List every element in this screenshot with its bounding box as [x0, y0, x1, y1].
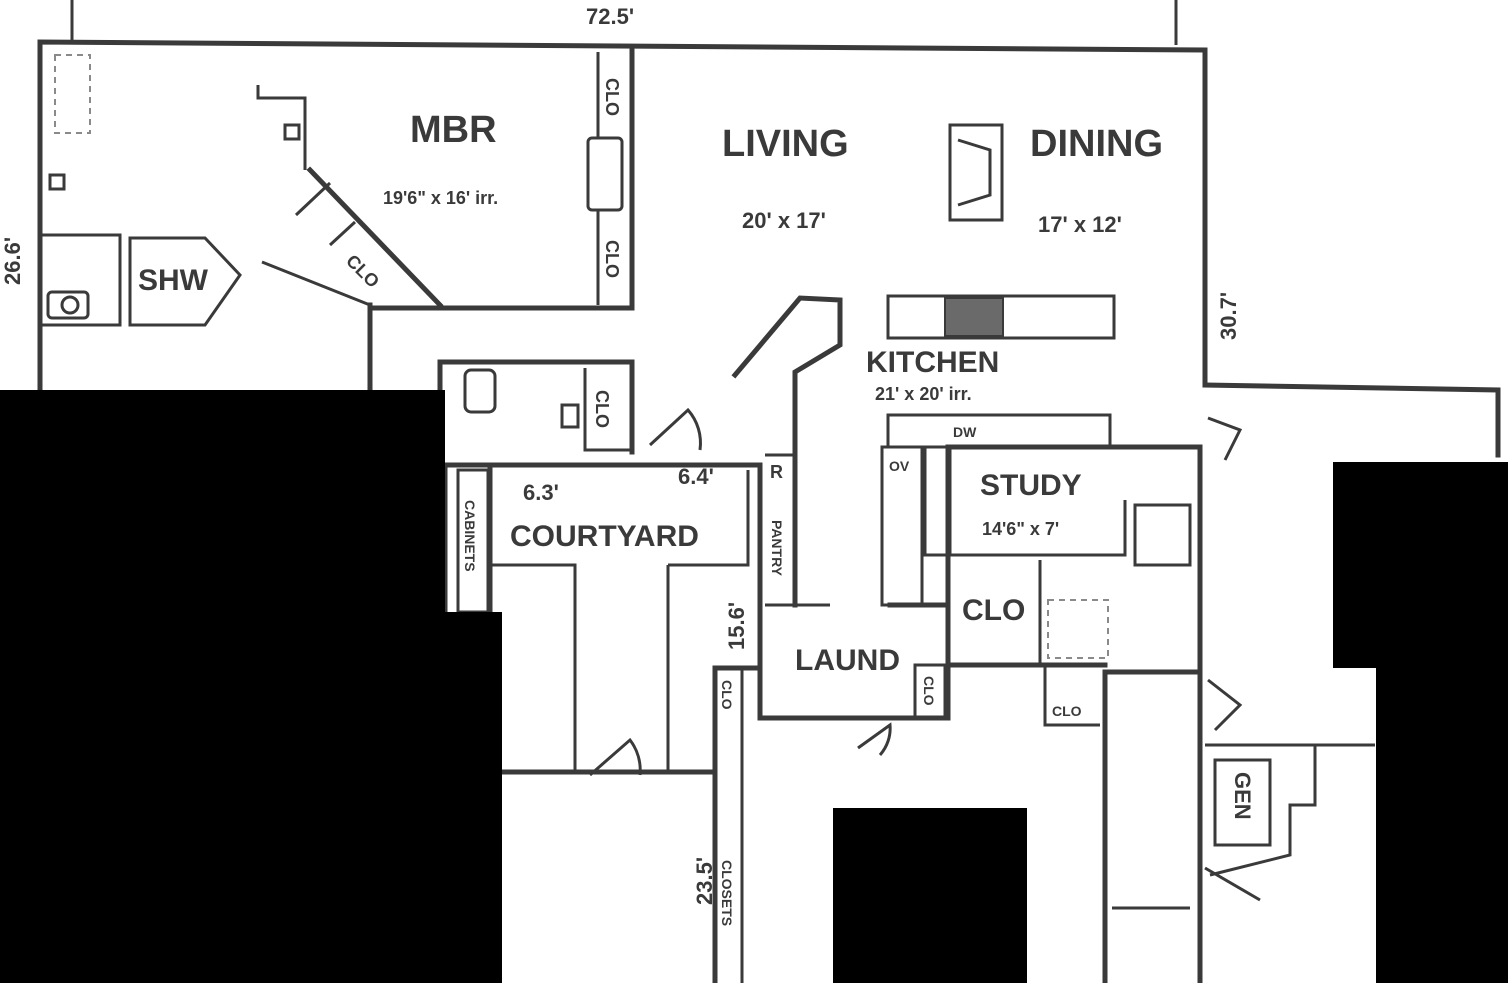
- redaction-block: [1376, 668, 1508, 983]
- labels: 72.5' 26.6' 30.7' MBR 19'6" x 16' irr. L…: [0, 4, 1255, 926]
- dim-right-depth: 30.7': [1216, 292, 1241, 340]
- room-living-size: 20' x 17': [742, 208, 826, 233]
- label-pantry: PANTRY: [769, 520, 785, 577]
- label-cabinets: CABINETS: [462, 500, 478, 572]
- dim-courtyard-side: 15.6': [724, 602, 749, 650]
- room-laund: LAUND: [795, 644, 900, 677]
- label-clo-mbr-bottom: CLO: [602, 240, 622, 278]
- room-study-size: 14'6" x 7': [982, 519, 1059, 539]
- room-courtyard: COURTYARD: [510, 520, 699, 553]
- label-clo-court: CLO: [719, 680, 735, 710]
- redaction-block: [1333, 462, 1508, 668]
- redaction-block: [0, 390, 445, 983]
- dim-left-depth: 26.6': [0, 237, 25, 285]
- room-kitchen-size: 21' x 20' irr.: [875, 384, 972, 404]
- room-kitchen: KITCHEN: [866, 346, 999, 379]
- redaction-block: [833, 808, 1027, 983]
- walls: [37, 0, 1501, 983]
- label-clo-diagonal: CLO: [342, 251, 383, 292]
- room-shw: SHW: [138, 264, 209, 297]
- room-gen: GEN: [1230, 772, 1255, 820]
- redactions: [0, 390, 1508, 983]
- room-clo: CLO: [962, 594, 1025, 627]
- redaction-block: [440, 612, 502, 983]
- room-study: STUDY: [980, 469, 1082, 502]
- dim-courtyard-right: 6.4': [678, 464, 714, 489]
- dim-bottom-wing: 23.5': [692, 857, 717, 905]
- label-clo-mbr-top: CLO: [602, 78, 622, 116]
- label-closets: CLOSETS: [719, 860, 735, 926]
- room-mbr-size: 19'6" x 16' irr.: [383, 188, 498, 208]
- dim-courtyard-left: 6.3': [523, 480, 559, 505]
- door-swings: [589, 407, 1261, 902]
- dim-overall-width: 72.5': [586, 4, 634, 29]
- label-clo-laund: CLO: [921, 676, 937, 706]
- label-dishwasher: DW: [953, 424, 977, 440]
- label-oven: OV: [889, 458, 910, 474]
- label-refrigerator: R: [770, 462, 783, 482]
- room-living: LIVING: [722, 123, 849, 165]
- room-mbr: MBR: [410, 109, 497, 151]
- room-dining-size: 17' x 12': [1038, 212, 1122, 237]
- room-dining: DINING: [1030, 123, 1163, 165]
- label-clo-lower: CLO: [1052, 703, 1082, 719]
- label-clo-hall: CLO: [592, 390, 612, 428]
